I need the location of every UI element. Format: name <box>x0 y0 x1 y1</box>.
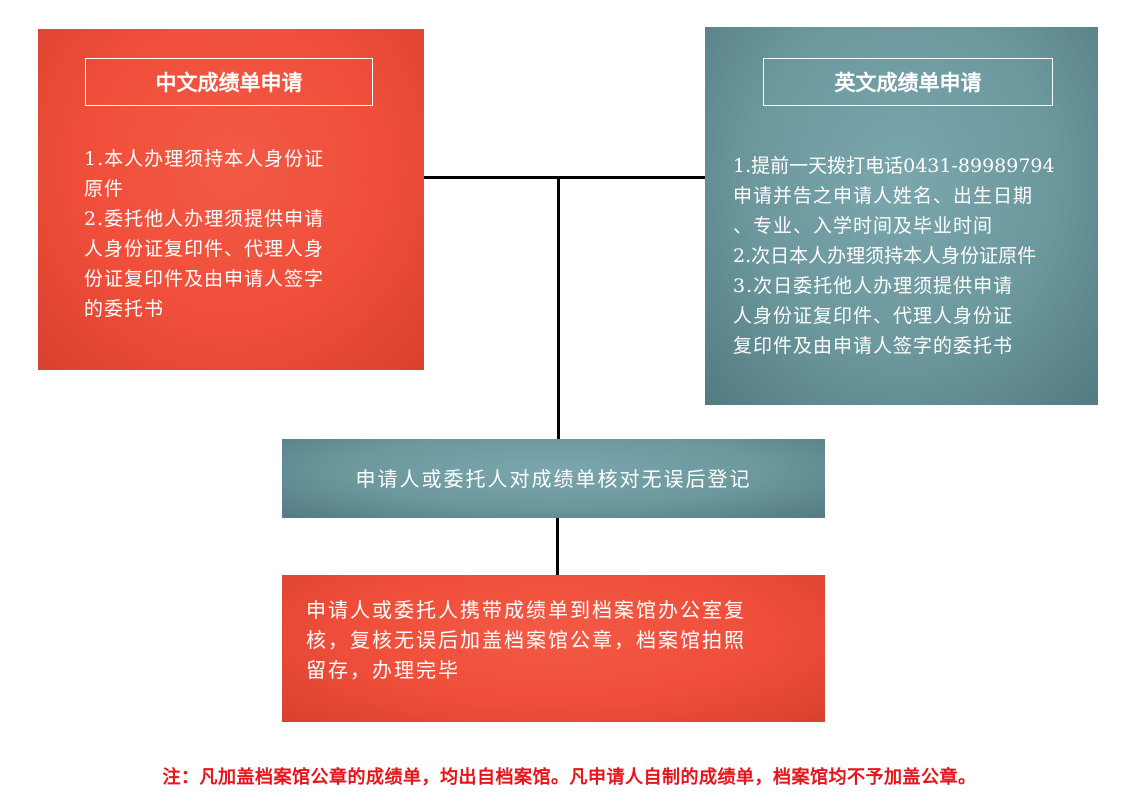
step-line: 1.提前一天拨打电话0431-89989794 <box>733 155 1055 177</box>
chinese-transcript-box: 中文成绩单申请 1.本人办理须持本人身份证 原件 2.委托他人办理须提供申请 人… <box>38 29 424 370</box>
step-line: 、专业、入学时间及毕业时间 <box>733 215 994 237</box>
verify-register-text: 申请人或委托人对成绩单核对无误后登记 <box>355 466 752 491</box>
final-line: 申请人或委托人携带成绩单到档案馆办公室复 <box>306 598 746 622</box>
step-line: 3.次日委托他人办理须提供申请 <box>733 275 1014 297</box>
footnote-text: 注：凡加盖档案馆公章的成绩单，均出自档案馆。凡申请人自制的成绩单，档案馆均不予加… <box>162 767 977 788</box>
step-line: 份证复印件及由申请人签字 <box>84 268 325 290</box>
step-line: 人身份证复印件、代理人身 <box>84 238 325 260</box>
step-line: 人身份证复印件、代理人身份证 <box>733 305 1014 327</box>
step-line: 2.委托他人办理须提供申请 <box>84 208 325 230</box>
lower-connector-line <box>556 518 559 575</box>
step-line: 申请并告之申请人姓名、出生日期 <box>733 185 1034 207</box>
final-review-text: 申请人或委托人携带成绩单到档案馆办公室复 核，复核无误后加盖档案馆公章，档案馆拍… <box>306 595 746 685</box>
step-line: 的委托书 <box>84 298 165 320</box>
verify-register-box: 申请人或委托人对成绩单核对无误后登记 <box>282 439 825 518</box>
step-line: 1.本人办理须持本人身份证 <box>84 148 325 170</box>
english-transcript-title: 英文成绩单申请 <box>763 58 1053 106</box>
step-line: 复印件及由申请人签字的委托书 <box>733 335 1014 357</box>
step-line: 2.次日本人办理须持本人身份证原件 <box>733 245 1037 267</box>
english-transcript-box: 英文成绩单申请 1.提前一天拨打电话0431-89989794 申请并告之申请人… <box>705 27 1098 405</box>
english-transcript-steps: 1.提前一天拨打电话0431-89989794 申请并告之申请人姓名、出生日期 … <box>733 151 1055 361</box>
chinese-transcript-steps: 1.本人办理须持本人身份证 原件 2.委托他人办理须提供申请 人身份证复印件、代… <box>84 144 324 324</box>
top-connector-line <box>424 176 705 179</box>
step-line: 原件 <box>84 178 125 200</box>
chinese-transcript-title: 中文成绩单申请 <box>85 58 373 106</box>
final-line: 核，复核无误后加盖档案馆公章，档案馆拍照 <box>306 628 746 652</box>
final-line: 留存，办理完毕 <box>306 658 460 682</box>
final-review-box: 申请人或委托人携带成绩单到档案馆办公室复 核，复核无误后加盖档案馆公章，档案馆拍… <box>282 575 825 722</box>
center-connector-line <box>557 178 560 440</box>
